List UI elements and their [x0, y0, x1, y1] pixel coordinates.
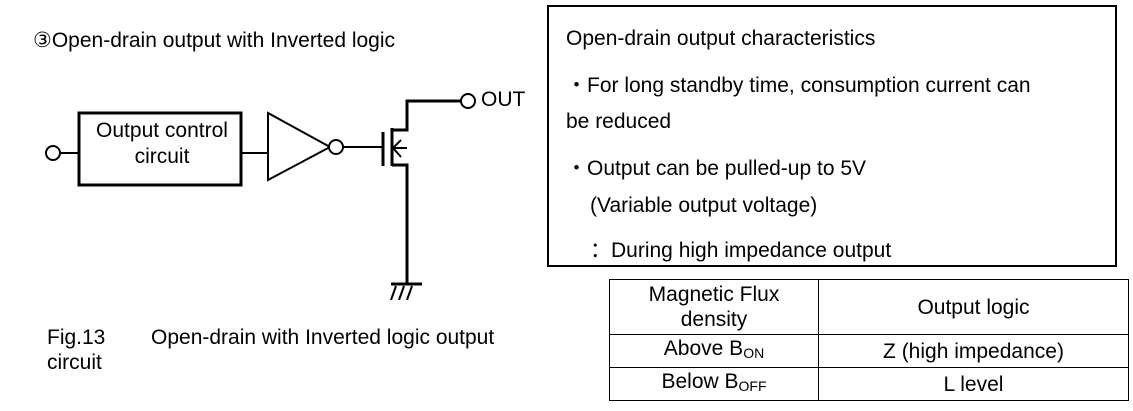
ground-hatch-3: [406, 285, 413, 300]
control-block-label-line1: Output control: [96, 119, 228, 142]
characteristics-box: Open-drain output characteristics ・For l…: [547, 5, 1117, 267]
condition-text: Below B: [661, 370, 739, 393]
condition-cell: Above BON: [609, 334, 819, 368]
characteristics-line: ・For long standby time, consumption curr…: [566, 74, 1031, 97]
characteristics-title: Open-drain output characteristics: [566, 27, 876, 50]
mosfet-arrow-icon: [391, 139, 402, 158]
table-row: Above BON Z (high impedance): [609, 334, 1129, 368]
output-terminal-icon: [460, 93, 476, 109]
characteristics-line: (Variable output voltage): [590, 194, 818, 217]
characteristics-line: be reduced: [566, 110, 672, 133]
table-header-row: Magnetic Flux density Output logic: [609, 279, 1129, 335]
mosfet-source: [392, 163, 409, 283]
inverter-icon: [267, 111, 333, 182]
caption-continuation: circuit: [47, 351, 102, 374]
header-line1: Magnetic Flux: [648, 283, 780, 306]
section-title: ③Open-drain output with Inverted logic: [33, 29, 396, 52]
input-terminal-icon: [45, 145, 61, 161]
header-line2: density: [680, 308, 748, 331]
characteristics-line: ：During high impedance output: [590, 239, 892, 262]
inverter-bubble-icon: [328, 139, 344, 155]
output-logic-table: Magnetic Flux density Output logic Above…: [609, 279, 1129, 401]
characteristics-line: ・Output can be pulled-up to 5V: [566, 157, 867, 180]
control-block-label: Output control circuit: [82, 118, 242, 170]
header-magnetic-flux-density: Magnetic Flux density: [609, 279, 819, 335]
header-output-logic: Output logic: [818, 279, 1129, 335]
out-terminal-label: OUT: [481, 88, 526, 111]
condition-subscript: ON: [743, 345, 765, 361]
condition-text: Above B: [663, 337, 744, 360]
caption-description: Open-drain with Inverted logic output: [151, 326, 495, 349]
circuit-diagram: [45, 93, 476, 300]
ground-hatch-1: [390, 285, 397, 300]
figure-caption: Fig.13 circuit Open-drain with Inverted …: [47, 325, 494, 375]
mosfet-drain: [392, 99, 461, 132]
output-cell: L level: [818, 367, 1129, 401]
output-cell: Z (high impedance): [818, 334, 1129, 368]
condition-cell: Below BOFF: [609, 367, 819, 401]
ground-hatch-2: [398, 285, 405, 300]
table-row: Below BOFF L level: [609, 367, 1129, 401]
caption-number: Fig.13: [47, 326, 106, 349]
control-block-label-line2: circuit: [134, 145, 190, 168]
condition-subscript: OFF: [738, 378, 767, 394]
output-control-circuit-block: [77, 111, 243, 187]
